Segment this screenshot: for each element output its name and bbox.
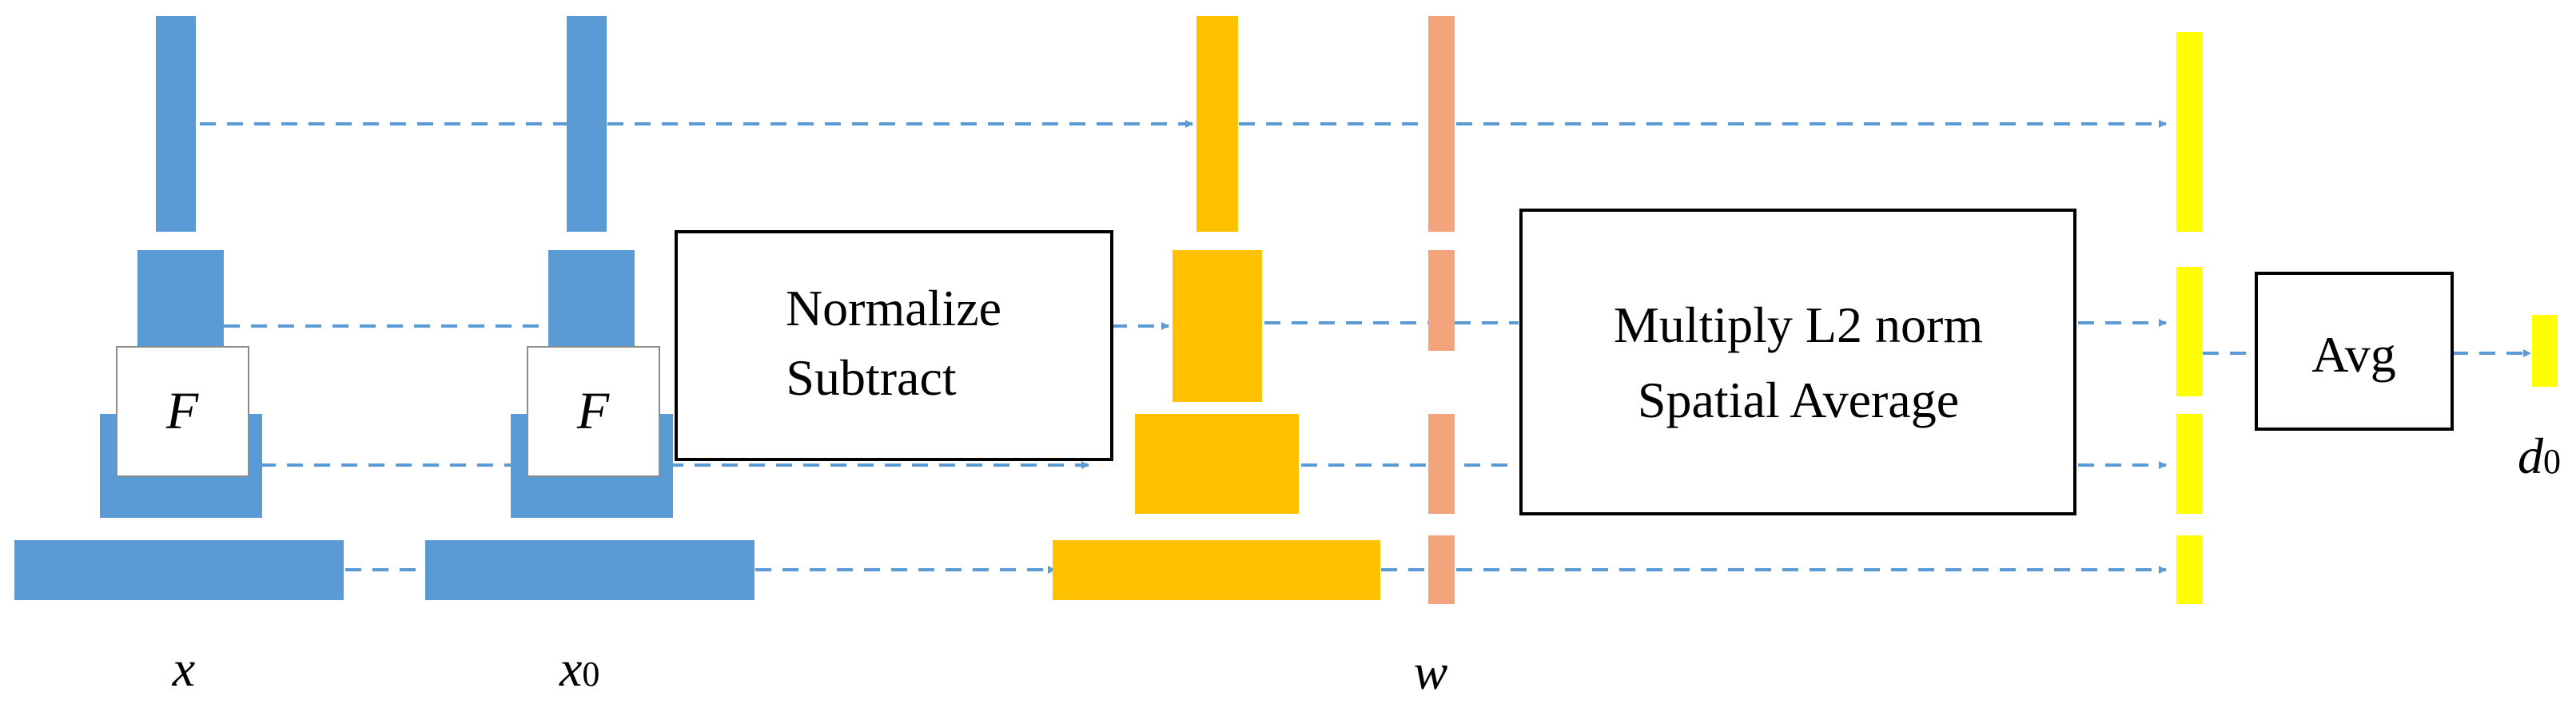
label-d0-base: d bbox=[2518, 428, 2544, 484]
f-label-x0: F bbox=[576, 382, 610, 440]
score-layer2 bbox=[2176, 267, 2202, 396]
diff-layer1 bbox=[1196, 16, 1238, 232]
score-layer3 bbox=[2176, 414, 2202, 514]
x-layer1 bbox=[156, 16, 196, 232]
diff-layer4 bbox=[1053, 540, 1380, 600]
x0-layer1 bbox=[567, 16, 607, 232]
normalize-line2: Subtract bbox=[786, 349, 957, 406]
connectors bbox=[200, 120, 2531, 574]
score-layer1 bbox=[2176, 32, 2202, 232]
avg-label: Avg bbox=[2311, 326, 2395, 383]
label-d0: d0 bbox=[2518, 428, 2561, 484]
avg-box: Avg bbox=[2255, 272, 2454, 431]
f-box-x0 bbox=[527, 346, 660, 477]
avg-rect bbox=[2255, 272, 2454, 431]
label-x: x bbox=[172, 640, 195, 697]
score-layer4 bbox=[2176, 535, 2202, 604]
multiply-line1: Multiply L2 norm bbox=[1614, 296, 1983, 353]
label-w: w bbox=[1414, 643, 1448, 700]
w-layer1 bbox=[1428, 16, 1455, 232]
diff-layer3 bbox=[1135, 414, 1299, 514]
label-d0-sub: 0 bbox=[2543, 442, 2561, 481]
f-box-x bbox=[116, 346, 249, 477]
multiply-line2: Spatial Average bbox=[1638, 372, 1959, 428]
f-label-x: F bbox=[165, 382, 199, 440]
w-layer2 bbox=[1428, 250, 1455, 351]
x0-layer4 bbox=[425, 540, 754, 600]
layer-scores bbox=[2176, 32, 2558, 604]
multiply-average-rect bbox=[1519, 209, 2076, 515]
label-x0-base: x bbox=[559, 640, 582, 697]
score-final-d0 bbox=[2532, 315, 2558, 387]
difference-stack bbox=[1053, 16, 1380, 600]
label-x0-sub: 0 bbox=[582, 654, 599, 694]
diff-layer2 bbox=[1173, 250, 1262, 402]
x-layer4 bbox=[14, 540, 344, 600]
x-layer2 bbox=[137, 250, 224, 351]
x0-layer2 bbox=[548, 250, 635, 351]
normalize-subtract-box: Normalize Subtract bbox=[675, 230, 1113, 461]
w-layer3 bbox=[1428, 414, 1455, 514]
w-layer4 bbox=[1428, 535, 1455, 604]
label-x0: x0 bbox=[559, 640, 599, 697]
weights-stack bbox=[1428, 16, 1455, 604]
multiply-average-box: Multiply L2 norm Spatial Average bbox=[1519, 209, 2076, 515]
normalize-line1: Normalize bbox=[786, 280, 1001, 336]
feature-stack-x bbox=[14, 16, 344, 600]
